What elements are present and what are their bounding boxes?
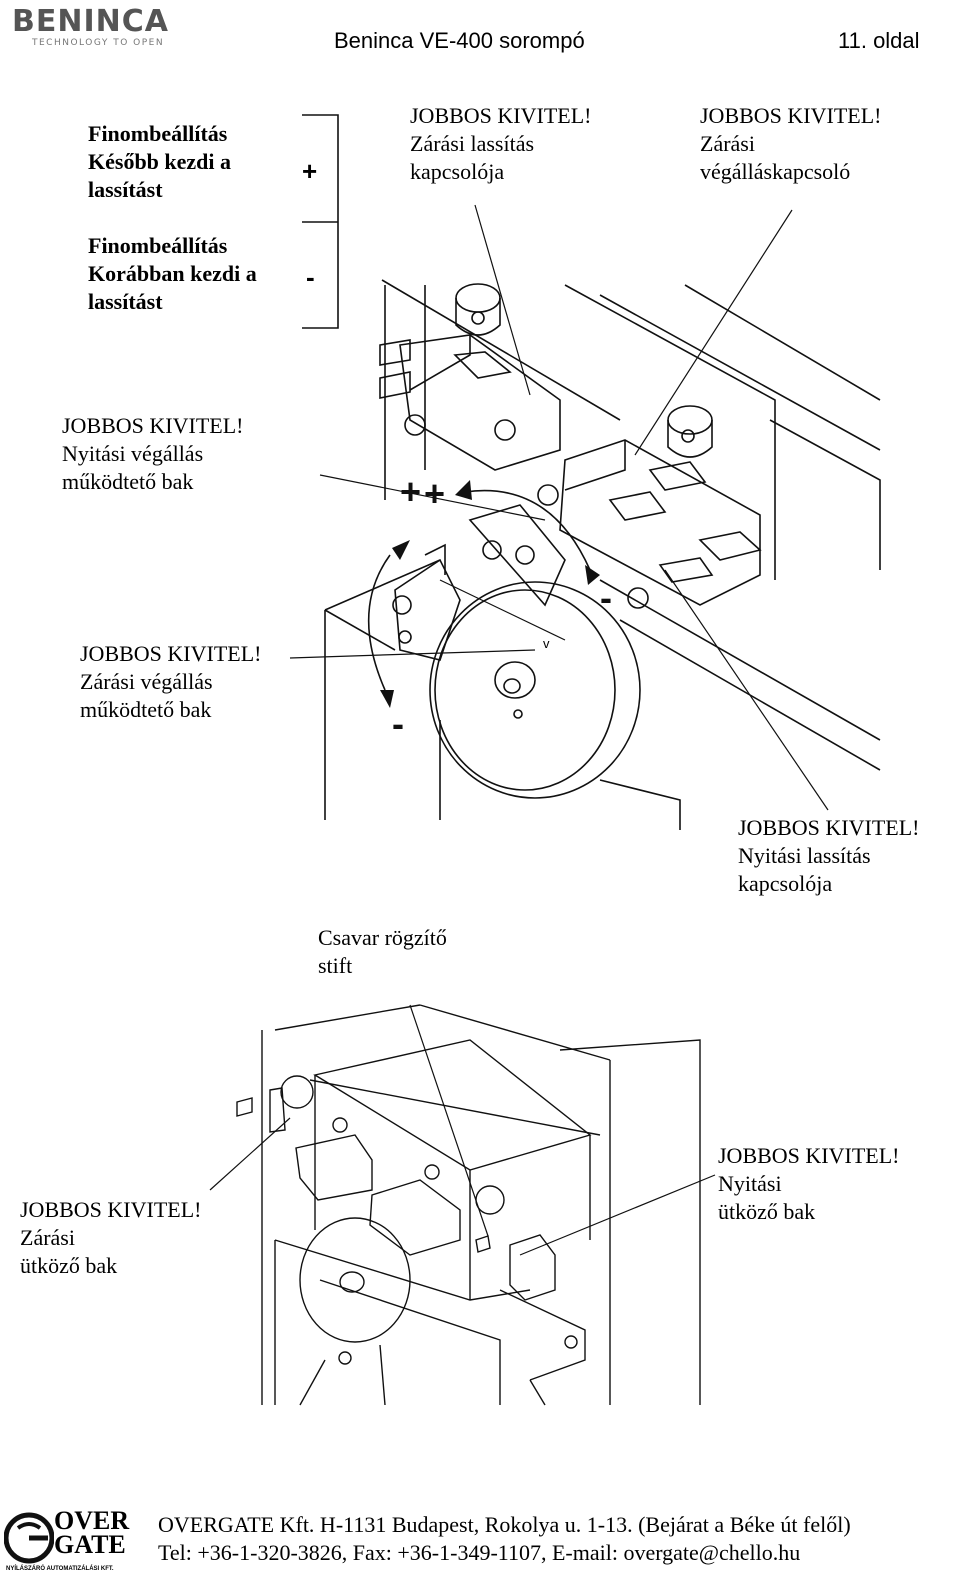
callout-line: JOBBOS KIVITEL! (62, 413, 244, 438)
company-address: OVERGATE Kft. H-1131 Budapest, Rokolya u… (158, 1512, 851, 1537)
brand-wordmark: BENINCA (12, 4, 169, 39)
logo-over: OVER (54, 1506, 130, 1535)
callout-line: kapcsolója (738, 871, 833, 896)
callout-line: Nyitási lassítás (738, 843, 871, 868)
close-slowdown-switch-label: JOBBOS KIVITEL! Zárási lassítás kapcsoló… (410, 102, 592, 186)
callout-line: stift (318, 953, 353, 978)
callout-line: JOBBOS KIVITEL! (700, 103, 882, 128)
callout-line: JOBBOS KIVITEL! (718, 1143, 900, 1168)
logo-subtitle: NYÍLÁSZÁRÓ AUTOMATIZÁLÁSI KFT. (6, 1566, 114, 1572)
fine-adjust-earlier-label: Finombeállítás Korábban kezdi a lassítás… (88, 232, 257, 316)
callout-line: ütköző bak (718, 1199, 816, 1224)
document-title: Beninca VE-400 sorompó (334, 28, 585, 53)
callout-line: Zárási lassítás (410, 131, 535, 156)
fine-adjust-later-label: Finombeállítás Később kezdi a lassítást (88, 120, 231, 204)
close-stop-label: JOBBOS KIVITEL! Zárási ütköző bak (20, 1196, 202, 1280)
dial-mark: v (543, 636, 550, 651)
callout-line: ütköző bak (20, 1253, 118, 1278)
callout-line: működtető bak (62, 469, 194, 494)
overgate-g-icon (4, 1512, 54, 1564)
callout-line: lassítást (88, 289, 163, 314)
callout-line: Nyitási végállás (62, 441, 204, 466)
callout-line: JOBBOS KIVITEL! (410, 103, 592, 128)
svg-text:+: + (424, 473, 445, 514)
close-limit-switch-label: JOBBOS KIVITEL! Zárási végálláskapcsoló (700, 102, 882, 186)
overgate-logo: OVER GATE NYÍLÁSZÁRÓ AUTOMATIZÁLÁSI KFT. (4, 1508, 134, 1578)
page-number: 11. oldal (838, 28, 920, 53)
callout-line: JOBBOS KIVITEL! (738, 815, 920, 840)
screw-pin-label: Csavar rögzítő stift (318, 924, 447, 980)
open-limit-cam-label: JOBBOS KIVITEL! Nyitási végállás működte… (62, 412, 244, 496)
logo-gate: GATE (54, 1530, 126, 1559)
callout-line: kapcsolója (410, 159, 505, 184)
company-contact: Tel: +36-1-320-3826, Fax: +36-1-349-1107… (158, 1540, 801, 1565)
callout-line: Később kezdi a (88, 149, 232, 174)
callout-line: Zárási (20, 1225, 75, 1250)
callout-line: Nyitási (718, 1171, 782, 1196)
callout-line: végálláskapcsoló (700, 159, 851, 184)
callout-line: JOBBOS KIVITEL! (80, 641, 262, 666)
callout-line: Finombeállítás (88, 121, 228, 146)
close-limit-cam-label: JOBBOS KIVITEL! Zárási végállás működtet… (80, 640, 262, 724)
callout-line: Csavar rögzítő (318, 925, 447, 950)
brand-tagline: TECHNOLOGY TO OPEN (32, 38, 165, 48)
plus-sign: + (302, 156, 318, 186)
callout-line: Zárási (700, 131, 755, 156)
svg-text:-: - (392, 703, 404, 744)
beninca-logo: BENINCA TECHNOLOGY TO OPEN (12, 6, 172, 52)
svg-text:+: + (400, 471, 421, 512)
callout-line: Finombeállítás (88, 233, 228, 258)
open-stop-label: JOBBOS KIVITEL! Nyitási ütköző bak (718, 1142, 900, 1226)
svg-text:-: - (600, 577, 612, 618)
footer: OVER GATE NYÍLÁSZÁRÓ AUTOMATIZÁLÁSI KFT.… (0, 1500, 960, 1586)
callout-line: JOBBOS KIVITEL! (20, 1197, 202, 1222)
callout-line: Zárási végállás (80, 669, 213, 694)
open-slowdown-switch-label: JOBBOS KIVITEL! Nyitási lassítás kapcsol… (738, 814, 920, 898)
callout-line: működtető bak (80, 697, 212, 722)
callout-line: lassítást (88, 177, 163, 202)
minus-sign: - (306, 262, 315, 292)
callout-line: Korábban kezdi a (88, 261, 257, 286)
